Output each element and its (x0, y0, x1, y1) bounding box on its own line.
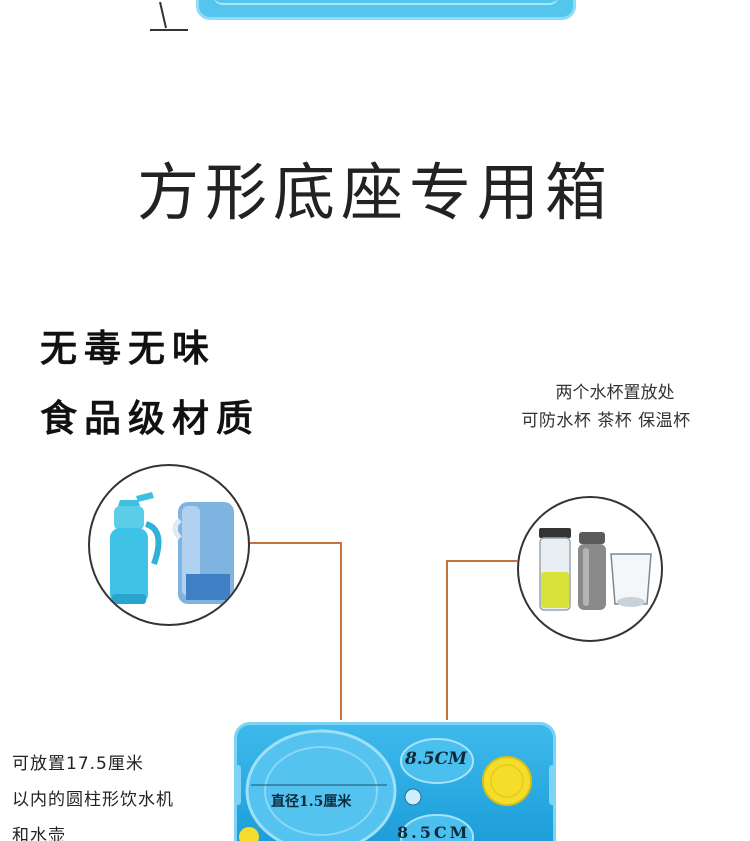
kettle-photo-circle (88, 464, 250, 626)
storage-box-details (237, 729, 553, 841)
feature-nontoxic: 无毒无味 (40, 327, 216, 370)
cup-holder-note-detail: 可防水杯 茶杯 保温杯 (521, 411, 691, 431)
cup-diameter-top-label: 8.5CM (405, 749, 467, 769)
capacity-note-line3: 和水壶 (12, 826, 66, 841)
capacity-note-line1: 可放置17.5厘米 (12, 754, 144, 774)
tray-top-edge (196, 0, 576, 20)
storage-box: 8.5CM 直径1.5厘米 8.5CM (234, 722, 556, 841)
cups-illustration (539, 528, 652, 611)
feature-food-grade: 食品级材质 (40, 397, 260, 440)
connector-right-vertical (446, 560, 448, 720)
cups-photo-circle (517, 496, 663, 642)
kettle-illustration (110, 492, 234, 604)
connector-left-horizontal (250, 542, 342, 544)
cup-holder-note-title: 两个水杯置放处 (555, 383, 675, 403)
hole-diameter-label: 直径1.5厘米 (271, 794, 352, 810)
page-title: 方形底座专用箱 (136, 156, 613, 229)
tray-rim (213, 0, 559, 5)
measure-mark (150, 1, 188, 31)
connector-right-horizontal (446, 560, 518, 562)
capacity-note-line2: 以内的圆柱形饮水机 (12, 790, 174, 810)
connector-left-vertical (340, 542, 342, 720)
cup-diameter-bottom-label: 8.5CM (397, 823, 471, 841)
